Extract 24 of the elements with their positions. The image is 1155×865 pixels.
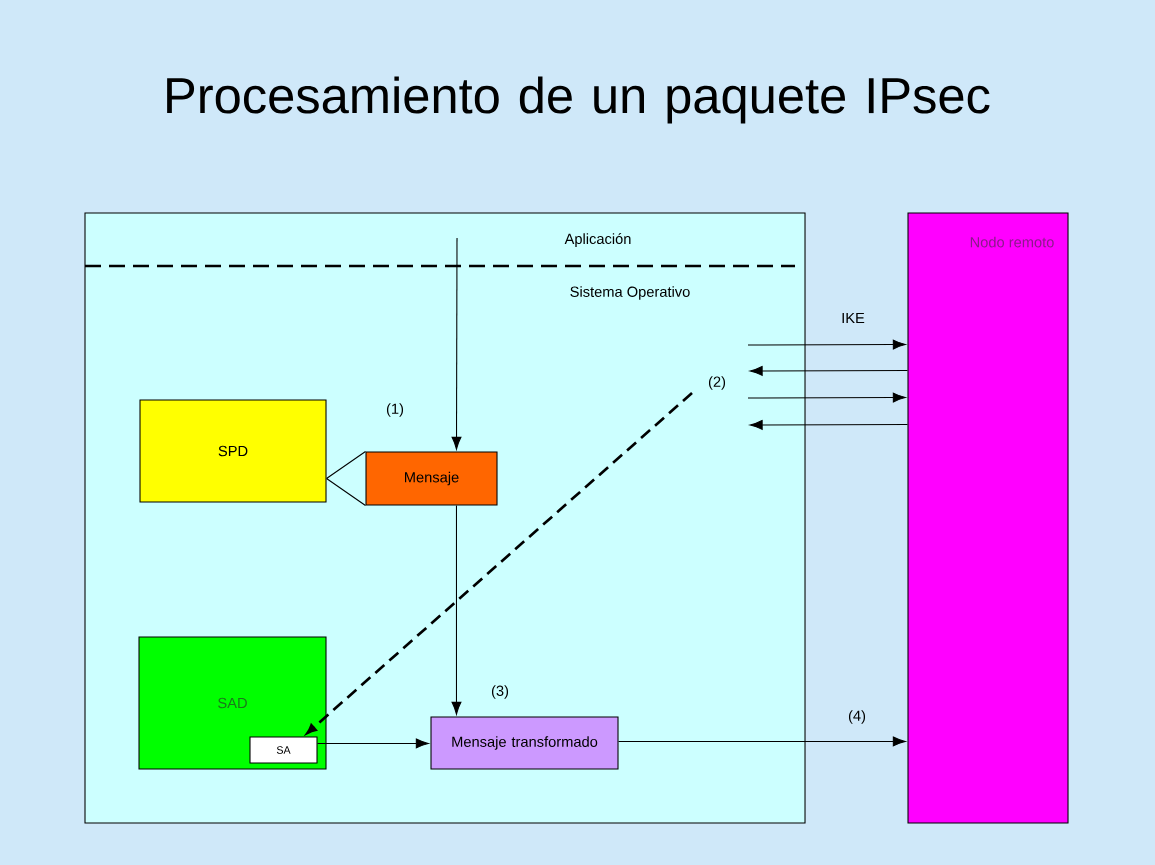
arrow [749, 366, 908, 376]
arrow [306, 392, 693, 735]
box-label: Mensaje transformado [452, 736, 598, 750]
arrow [747, 392, 906, 403]
arrow [747, 339, 906, 350]
arrow [317, 738, 429, 749]
box-label: Nodo remoto [970, 236, 1054, 248]
step-label: IKE [842, 312, 865, 324]
box-label: SA [276, 746, 291, 754]
arrow [326, 450, 366, 507]
arrow [749, 420, 908, 430]
box-label: SPD [218, 445, 248, 457]
step-label: (1) [386, 403, 404, 417]
arrow [618, 736, 906, 747]
layer-label: Aplicación [564, 233, 631, 247]
arrow [451, 237, 462, 450]
step-label: (3) [491, 685, 509, 699]
box-label: Mensaje [405, 471, 459, 486]
title: Procesamiento de un paquete IPsec [167, 76, 990, 124]
edge-label: (4) [848, 710, 866, 724]
layer-label: Sistema Operativo [570, 286, 690, 300]
step-label: (2) [708, 376, 726, 390]
arrow [451, 505, 462, 715]
box-label: SAD [218, 697, 247, 709]
